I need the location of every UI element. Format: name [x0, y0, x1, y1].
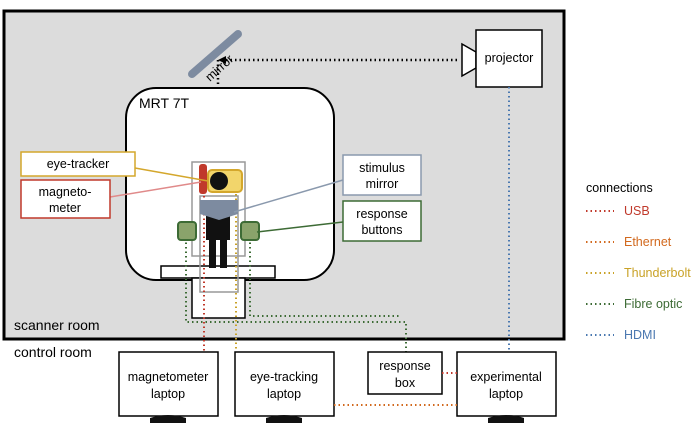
response-box-label-line1: response	[379, 359, 430, 373]
right-response-button-icon	[240, 221, 260, 241]
magnetometer-callout	[109, 181, 202, 198]
stimulus-mirror-callout	[233, 179, 344, 213]
response-buttons-label-line1: response	[356, 207, 407, 221]
experimental-laptop	[456, 351, 557, 417]
eye-tracker-box	[20, 151, 136, 177]
left-response-button-icon	[177, 221, 197, 241]
experimental-laptop-label-line2: laptop	[489, 387, 523, 401]
stimulus-mirror-label-line1: stimulus	[359, 161, 405, 175]
stimulus-mirror-label-line2: mirror	[366, 177, 399, 191]
response-box	[367, 351, 443, 395]
body-outline	[199, 195, 239, 293]
legend-title: connections	[586, 181, 653, 195]
response-buttons-callout	[256, 221, 344, 233]
laptop-stand-icon	[150, 415, 186, 423]
magnetometer-laptop	[118, 351, 219, 417]
arrowhead-icon	[218, 56, 226, 64]
control-room-label: control room	[14, 344, 92, 360]
eye-tracking-laptop	[234, 351, 335, 417]
magnetometer-device	[199, 164, 207, 194]
legend-label-fibre-optic: Fibre optic	[624, 297, 682, 311]
magnetometer-label-line1: magneto-	[39, 185, 92, 199]
eye-tracking-laptop-label-line1: eye-tracking	[250, 370, 318, 384]
magnetometer-laptop-label-line1: magnetometer	[128, 370, 209, 384]
magnetometer-label-line2: meter	[49, 201, 81, 215]
response-buttons-box	[342, 200, 422, 242]
stimulus-mirror-box	[342, 154, 422, 196]
magnetometer-box	[20, 179, 111, 219]
eye-tracker-callout	[134, 167, 209, 182]
legend-label-thunderbolt: Thunderbolt	[624, 266, 691, 280]
eye-tracker-label: eye-tracker	[47, 157, 110, 171]
patient-table	[160, 265, 276, 279]
fibre-optic-connection	[249, 238, 400, 317]
magnetometer-laptop-label-line2: laptop	[151, 387, 185, 401]
mirror-icon	[188, 30, 242, 78]
experimental-laptop-label-line1: experimental	[470, 370, 542, 384]
scanner-room-label: scanner room	[14, 317, 100, 333]
person-head-icon	[210, 172, 228, 190]
legend-label-ethernet: Ethernet	[624, 235, 672, 249]
eye-tracking-laptop-label-line2: laptop	[267, 387, 301, 401]
projector-label: projector	[485, 51, 534, 65]
legend-label-usb: USB	[624, 204, 650, 218]
person-body-icon	[206, 205, 230, 268]
response-buttons-label-line2: buttons	[361, 223, 402, 237]
connections-legend: connections USB EthernetThunderboltFibre …	[586, 181, 691, 342]
laptop-stand-icon	[266, 415, 302, 423]
response-box-label-line2: box	[395, 376, 416, 390]
stimulus-mirror-icon	[200, 200, 238, 220]
fibre-optic-connection	[185, 238, 407, 352]
mrt-scanner-label: MRT 7T	[139, 95, 189, 111]
laptop-stand-icon	[488, 415, 524, 423]
legend-label-hdmi: HDMI	[624, 328, 656, 342]
